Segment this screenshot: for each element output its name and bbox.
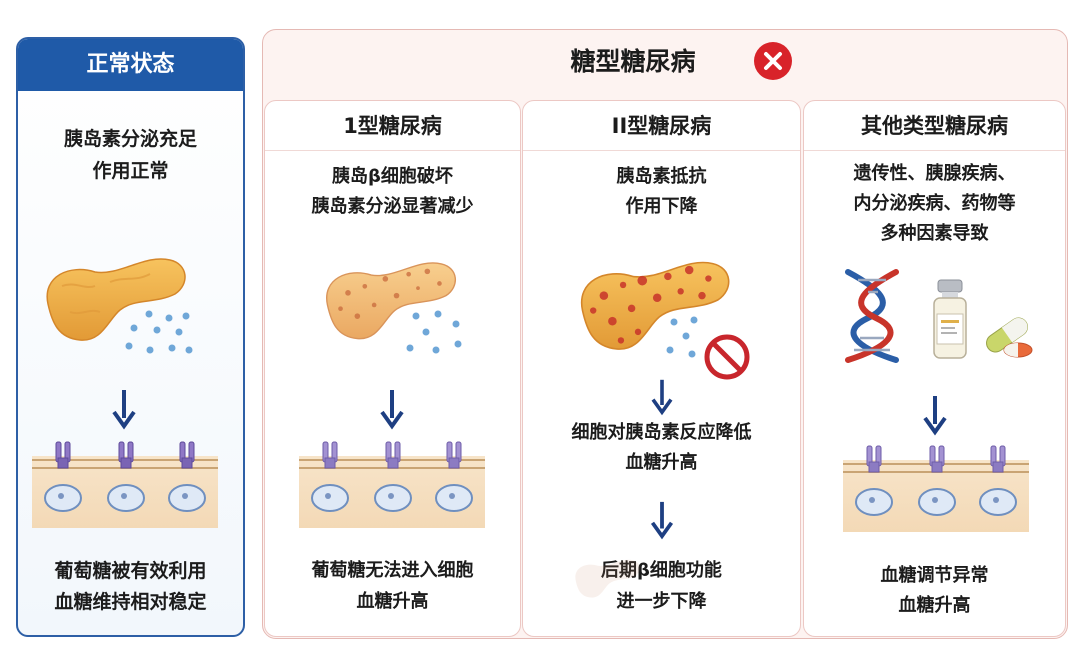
type1-result-line2: 血糖升高 — [356, 591, 429, 612]
normal-state-title: 正常状态 — [18, 39, 243, 91]
dna-icon — [845, 269, 899, 363]
type1-desc-line1: 胰岛β细胞破坏 — [332, 166, 453, 187]
type1-desc-line2: 胰岛素分泌显著减少 — [311, 196, 474, 217]
other-types-title: 其他类型糖尿病 — [804, 101, 1065, 151]
type1-result-line1: 葡萄糖无法进入细胞 — [311, 560, 474, 581]
normal-desc-line2: 作用正常 — [92, 160, 169, 182]
type2-mid-line2: 血糖升高 — [625, 452, 698, 473]
arrow-down-icon — [112, 390, 136, 430]
type1-panel: 1型糖尿病 — [264, 100, 521, 637]
type2-panel: II型糖尿病 — [522, 100, 801, 637]
normal-state-panel: 正常状态 — [16, 37, 245, 637]
normal-result-line2: 血糖维持相对稳定 — [54, 591, 207, 613]
pancreas-damaged-illustration — [326, 262, 456, 340]
pancreas-illustration — [46, 258, 186, 341]
other-types-panel: 其他类型糖尿病 — [803, 100, 1066, 637]
cell-membrane-receptors — [32, 441, 218, 528]
capsule-icon — [986, 317, 1033, 358]
other-desc-line2: 内分泌疾病、药物等 — [853, 193, 1016, 214]
arrow-down-icon — [650, 501, 674, 540]
type2-desc-line1: 胰岛素抵抗 — [616, 166, 707, 187]
other-result-line2: 血糖升高 — [898, 595, 971, 616]
pancreas-resistant-illustration — [580, 261, 730, 350]
arrow-down-icon — [651, 379, 673, 416]
arrow-down-icon — [923, 396, 947, 436]
type2-result-line1: 后期β细胞功能 — [601, 560, 722, 581]
type2-title: II型糖尿病 — [523, 101, 800, 151]
insulin-dots — [125, 310, 193, 354]
normal-result-line1: 葡萄糖被有效利用 — [54, 560, 207, 582]
pancreas-faded-illustration — [575, 559, 640, 598]
diabetes-title: 糖型糖尿病 — [570, 47, 696, 76]
other-desc-line1: 遗传性、胰腺疾病、 — [853, 163, 1016, 184]
insulin-dots-blocked — [666, 316, 698, 358]
type2-mid-line1: 细胞对胰岛素反应降低 — [571, 422, 752, 443]
type2-desc-line2: 作用下降 — [625, 196, 698, 217]
cell-membrane-receptors — [299, 441, 485, 528]
no-entry-icon — [704, 334, 750, 380]
x-circle-icon — [754, 42, 792, 80]
normal-desc-line1: 胰岛素分泌充足 — [63, 128, 197, 150]
cell-membrane-receptors — [843, 445, 1029, 532]
type1-title: 1型糖尿病 — [265, 101, 520, 151]
other-desc-line3: 多种因素导致 — [880, 223, 989, 244]
insulin-dots-sparse — [406, 310, 462, 354]
type2-result-line2: 进一步下降 — [616, 591, 707, 612]
medicine-vial-icon — [933, 279, 967, 359]
arrow-down-icon — [380, 390, 404, 430]
other-result-line1: 血糖调节异常 — [880, 565, 989, 586]
